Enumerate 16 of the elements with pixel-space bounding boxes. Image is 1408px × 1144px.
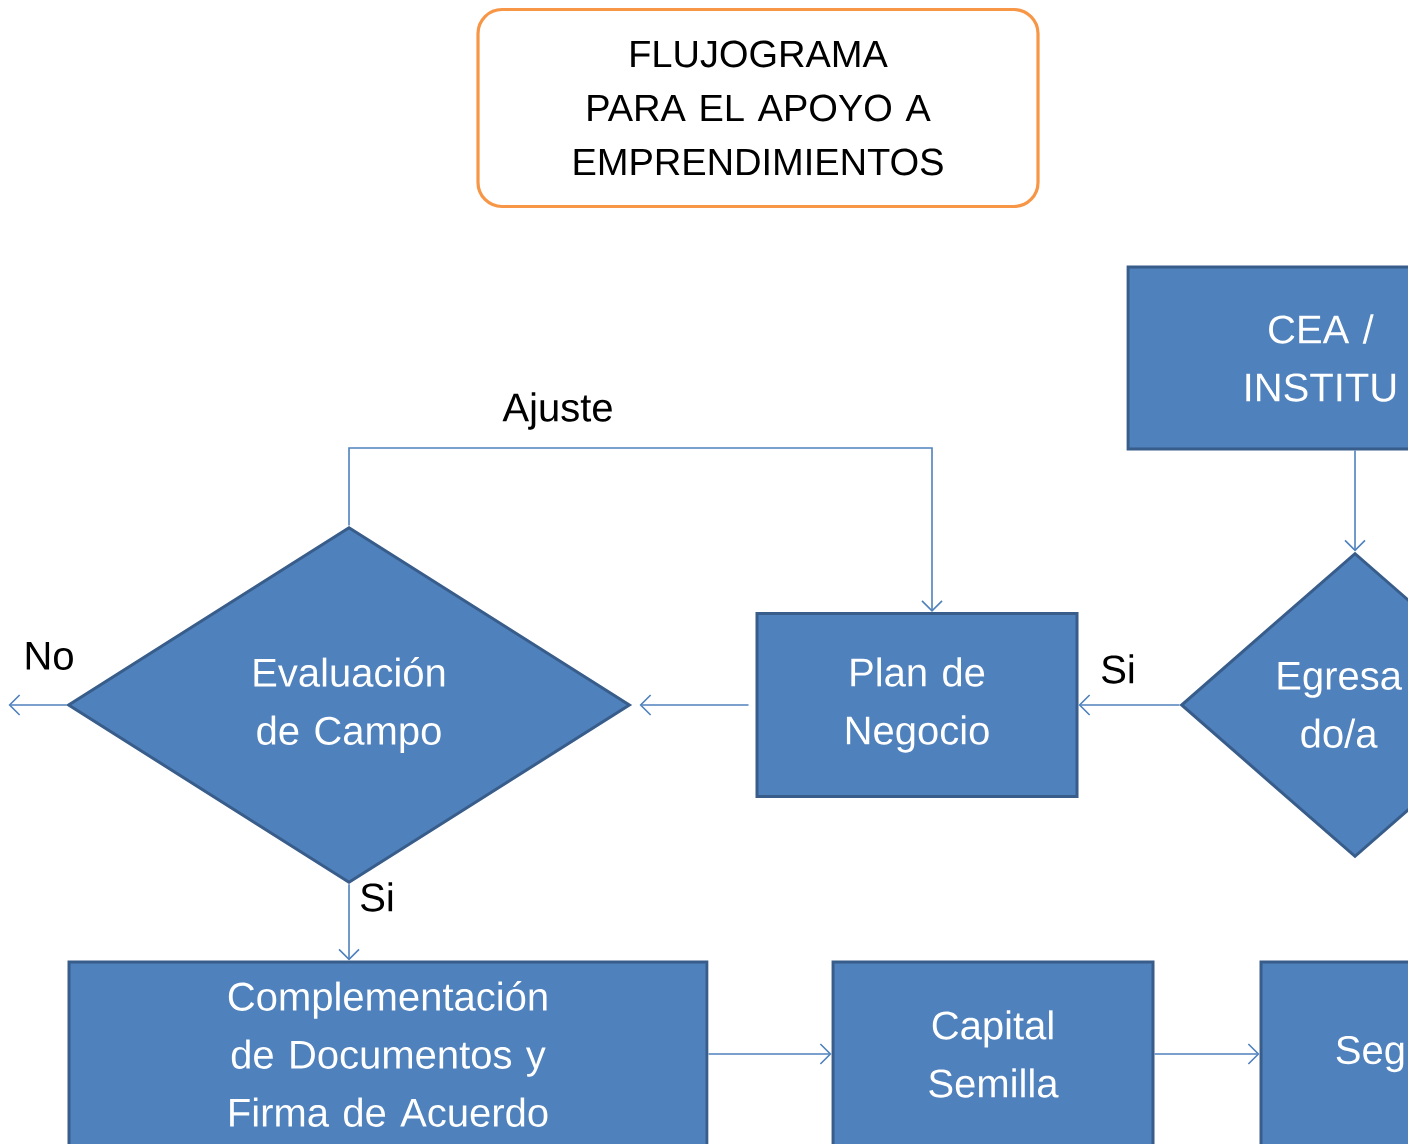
process-box: CEA / INSTITU [1126,265,1408,451]
arrow [707,1043,832,1065]
arrow [348,447,943,612]
arrow [639,694,750,716]
process-box: Capital Semilla [831,960,1155,1144]
title-box: FLUJOGRAMA PARA EL APOYO A EMPRENDIMIENTOS [476,7,1040,209]
process-box: Plan de Negocio [755,612,1079,798]
edge-label: Ajuste [500,390,616,432]
process-box: Complementación de Documentos y Firma de Acuerdo [67,960,709,1144]
arrow [338,883,360,961]
process-box: Seg [1259,960,1408,1144]
arrow [1153,1043,1260,1065]
arrow [1344,449,1366,552]
arrow [8,694,68,716]
edge-label: Si [1098,652,1138,686]
arrow [1078,694,1181,716]
